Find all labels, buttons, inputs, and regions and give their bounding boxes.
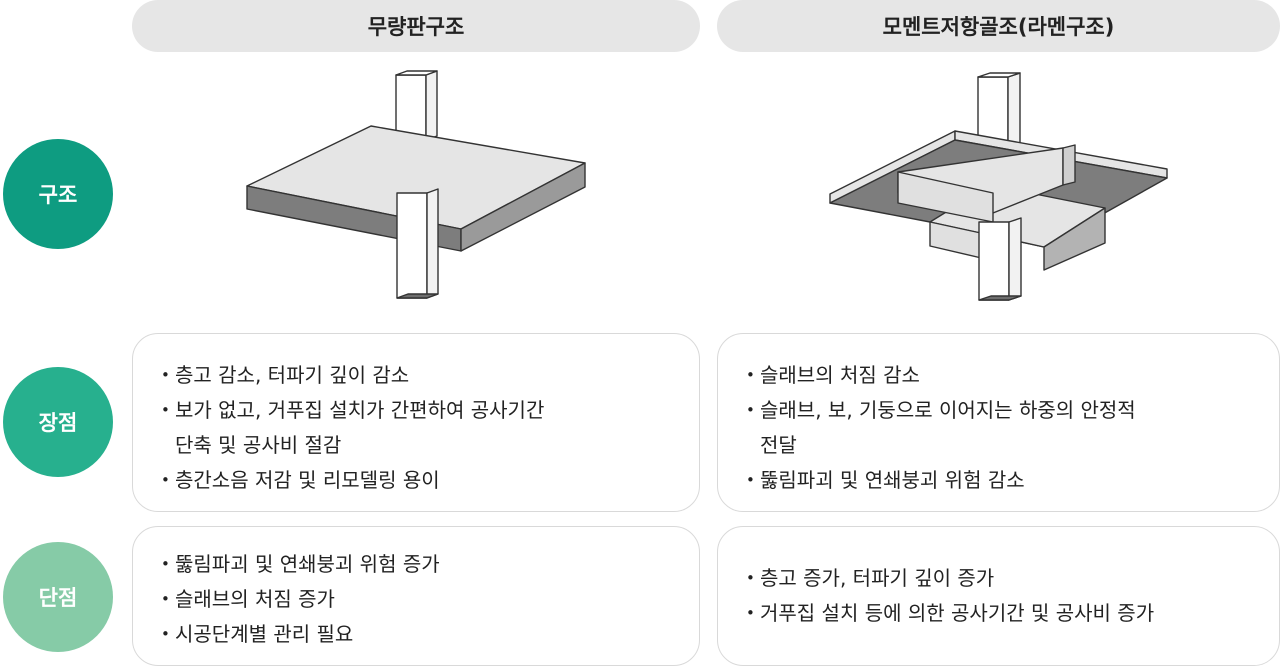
moment-frame-structure-diagram <box>829 72 1168 301</box>
longitudinal-beam-end <box>1062 144 1076 186</box>
list-item: 단축 및 공사비 절감 <box>175 433 342 457</box>
column-header-moment-frame: 모멘트저항골조(라멘구조) <box>717 0 1280 52</box>
pros-list-flat-plate: 층고 감소, 터파기 깊이 감소 보가 없고, 거푸집 설치가 간편하여 공사기… <box>161 358 671 498</box>
column-header-flat-plate: 무량판구조 <box>132 0 700 52</box>
lower-column-front <box>978 221 1010 301</box>
lower-column-side <box>426 188 439 299</box>
list-item: 층고 증가, 터파기 깊이 증가 <box>746 561 1251 596</box>
list-item: 뚫림파괴 및 연쇄붕괴 위험 증가 <box>161 547 671 582</box>
lower-column-bottom <box>396 293 439 299</box>
cons-list-flat-plate: 뚫림파괴 및 연쇄붕괴 위험 증가 슬래브의 처짐 증가 시공단계별 관리 필요 <box>161 547 671 652</box>
upper-column-front <box>395 74 427 141</box>
flat-plate-structure-diagram <box>246 70 586 299</box>
lower-column-front <box>396 192 428 299</box>
row-label-cons: 단점 <box>3 542 113 652</box>
lower-column-bottom <box>978 295 1022 301</box>
pros-list-moment-frame: 슬래브의 처짐 감소 슬래브, 보, 기둥으로 이어지는 하중의 안정적 전달 … <box>746 358 1251 498</box>
list-item: 보가 없고, 거푸집 설치가 간편하여 공사기간 <box>161 393 671 428</box>
list-item: 거푸집 설치 등에 의한 공사기간 및 공사비 증가 <box>746 596 1251 631</box>
upper-column-top <box>977 72 1021 78</box>
list-item: 뚫림파괴 및 연쇄붕괴 위험 감소 <box>746 463 1251 498</box>
list-item: 슬래브, 보, 기둥으로 이어지는 하중의 안정적 <box>746 393 1251 428</box>
cons-card-moment-frame: 층고 증가, 터파기 깊이 증가 거푸집 설치 등에 의한 공사기간 및 공사비… <box>717 526 1280 666</box>
transverse-beam-side <box>1043 207 1106 271</box>
list-item: 전달 <box>760 433 797 457</box>
list-item: 시공단계별 관리 필요 <box>161 617 671 652</box>
row-label-structure: 구조 <box>3 139 113 249</box>
list-item: 슬래브의 처짐 증가 <box>161 582 671 617</box>
row-label-pros: 장점 <box>3 367 113 477</box>
pros-card-flat-plate: 층고 감소, 터파기 깊이 감소 보가 없고, 거푸집 설치가 간편하여 공사기… <box>132 333 700 512</box>
upper-column-side <box>1007 72 1021 148</box>
upper-column-top <box>395 70 438 76</box>
slab-right-edge <box>460 162 586 252</box>
upper-column-side <box>425 70 438 141</box>
list-item: 층고 감소, 터파기 깊이 감소 <box>161 358 671 393</box>
cons-card-flat-plate: 뚫림파괴 및 연쇄붕괴 위험 증가 슬래브의 처짐 증가 시공단계별 관리 필요 <box>132 526 700 666</box>
cons-list-moment-frame: 층고 증가, 터파기 깊이 증가 거푸집 설치 등에 의한 공사기간 및 공사비… <box>746 561 1251 631</box>
lower-column-side <box>1008 217 1022 301</box>
list-item: 슬래브의 처짐 감소 <box>746 358 1251 393</box>
pros-card-moment-frame: 슬래브의 처짐 감소 슬래브, 보, 기둥으로 이어지는 하중의 안정적 전달 … <box>717 333 1280 512</box>
list-item: 층간소음 저감 및 리모델링 용이 <box>161 463 671 498</box>
